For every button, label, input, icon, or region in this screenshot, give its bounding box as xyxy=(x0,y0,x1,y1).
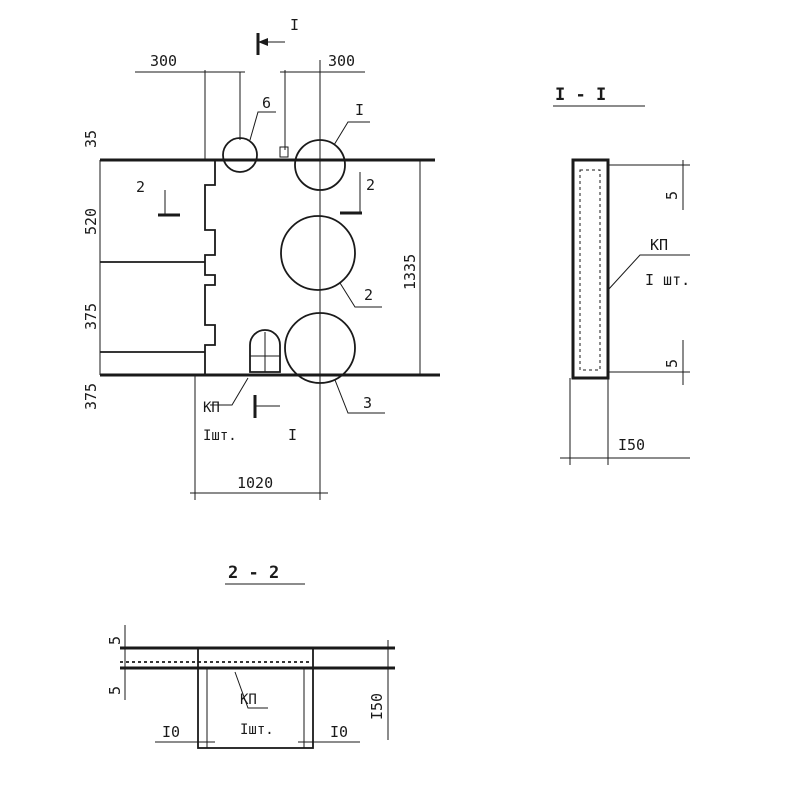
section-2-part-leader xyxy=(234,671,268,709)
section-2-dim-height: I50 xyxy=(368,693,386,720)
section-2-view: 2 - 2 5 5 I50 КП Iшт. I0 I0 xyxy=(106,563,395,749)
section-2-dim-top: 5 xyxy=(106,636,124,645)
dim-1020: 1020 xyxy=(237,474,273,492)
small-opening xyxy=(279,146,289,158)
callout-1-leader xyxy=(333,121,370,146)
callout-3-label: 3 xyxy=(363,394,372,412)
callout-2-label: 2 xyxy=(364,286,373,304)
section-2-dim-left10: I0 xyxy=(162,723,180,741)
section-2-dim-mid: 5 xyxy=(106,686,124,695)
section-I-part-code: КП xyxy=(650,236,668,254)
part-kp-code: КП xyxy=(203,400,220,416)
callout-2-leader xyxy=(339,282,382,308)
section-I-title: I - I xyxy=(555,85,606,105)
section-I-inner xyxy=(579,169,601,371)
section-I-dim-bottom: 5 xyxy=(663,359,681,368)
callout-6-label: 6 xyxy=(262,94,271,112)
part-kp-leader xyxy=(210,377,249,406)
section-2-right-label: 2 xyxy=(366,176,375,194)
dim-375: 375 xyxy=(82,303,100,330)
section-I-view: I - I 5 5 КП I шт. I50 xyxy=(553,85,690,465)
section-I-dim-width: I50 xyxy=(618,436,645,454)
plan-left-edge xyxy=(204,160,216,375)
dim-35: 35 xyxy=(82,130,100,148)
section-2-part-qty: Iшт. xyxy=(240,722,274,738)
section-I-part-qty: I шт. xyxy=(645,271,690,289)
dim-300-left: 300 xyxy=(150,52,177,70)
callout-3-leader xyxy=(334,379,385,414)
dim-1335: 1335 xyxy=(401,254,419,290)
section-mark-bottom-label: I xyxy=(288,426,297,444)
section-I-part-leader xyxy=(607,254,690,291)
hole-6-circle xyxy=(222,137,258,173)
dim-520: 520 xyxy=(82,208,100,235)
section-2-left-label: 2 xyxy=(136,178,145,196)
section-2-dim-right10: I0 xyxy=(330,723,348,741)
callout-6-leader xyxy=(249,111,276,141)
arrow-left-icon xyxy=(258,38,268,46)
section-I-wall xyxy=(571,158,610,380)
section-2-title: 2 - 2 xyxy=(228,563,279,583)
part-kp-outline xyxy=(249,329,281,373)
section-2-rib xyxy=(197,647,314,749)
section-mark-top-label: I xyxy=(290,16,299,34)
hole-1-circle xyxy=(294,139,346,191)
dim-300-right: 300 xyxy=(328,52,355,70)
hole-3-circle xyxy=(284,312,356,384)
callout-1-label: I xyxy=(355,101,364,119)
section-I-dim-top: 5 xyxy=(663,191,681,200)
plan-view: 300 300 I 6 I 2 3 2 2 КП Iшт. xyxy=(82,16,440,500)
section-2-part-code: КП xyxy=(240,692,257,708)
hole-2-circle xyxy=(280,215,356,291)
part-kp-qty: Iшт. xyxy=(203,428,237,444)
dim-bottom-375: 375 xyxy=(82,383,100,410)
